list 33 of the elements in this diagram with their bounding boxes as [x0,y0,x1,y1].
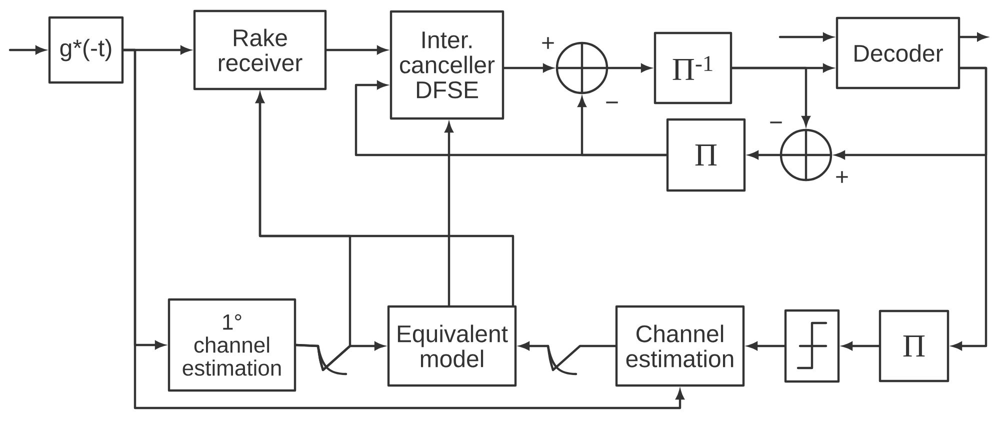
sign-label: − [770,122,782,124]
arrow [122,48,684,410]
sign-label: − [606,102,618,104]
arrow [520,342,616,372]
interleaver-box: Π [666,118,746,192]
decision-box [784,309,840,383]
process-box: Decoder [836,16,960,90]
process-box: Inter. canceller DFSE [390,10,504,120]
process-box: Equivalent model [387,305,517,387]
arrow [731,66,810,126]
arrow [748,342,786,350]
summing-junction [556,42,608,94]
arrow [748,150,781,160]
arrow [952,66,988,350]
arrow [503,64,553,72]
arrow [607,64,651,72]
arrow [256,93,352,372]
filter-box: g*(-t) [48,16,124,84]
summing-junction [780,128,832,182]
process-box: 1° channel estimation [168,298,296,392]
arrow [778,32,833,42]
process-box: Channel estimation [615,305,745,387]
arrow [959,32,987,42]
sign-label: + [836,171,848,183]
process-box: Rake receiver [193,10,327,90]
arrow [354,80,668,156]
interleaver-box: Π$^{-1}$ [654,32,732,104]
arrow [842,342,880,350]
arrow [8,46,46,54]
arrow [326,46,387,54]
interleaver-box: Π [878,310,950,382]
arrow [444,122,454,306]
sign-label: + [542,37,554,49]
